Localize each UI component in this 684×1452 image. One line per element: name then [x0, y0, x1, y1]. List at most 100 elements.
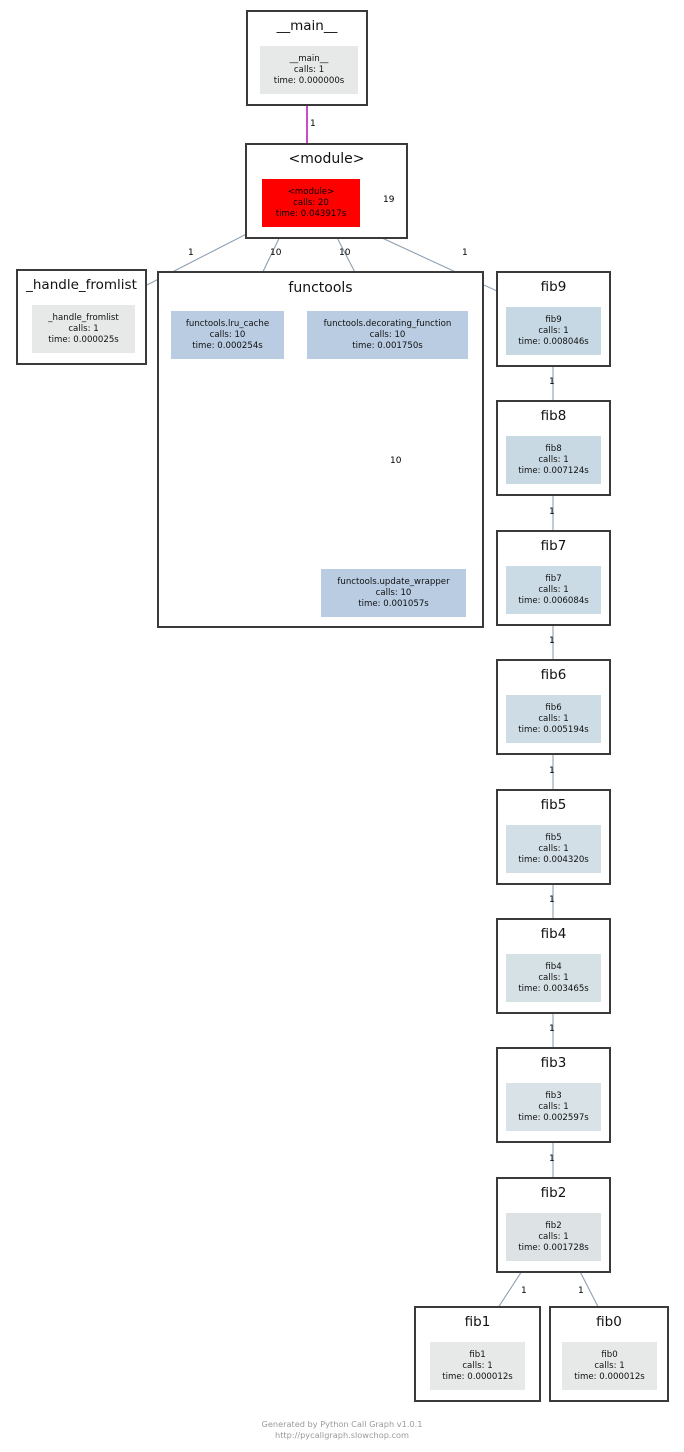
cluster-title-fib7: fib7 — [540, 538, 567, 554]
cluster-title-fib4: fib4 — [540, 926, 567, 942]
node-update-wrapper-time: time: 0.001057s — [358, 598, 429, 609]
node-lru-cache-calls: calls: 10 — [209, 329, 246, 340]
node-fib5-calls: calls: 1 — [538, 843, 569, 854]
edge-label-fib9-to-fib8: 1 — [549, 377, 555, 387]
node-main-time: time: 0.000000s — [273, 75, 345, 86]
edge-label-decorating-to-update-wrapper: 10 — [390, 456, 402, 466]
node-fib6-time: time: 0.005194s — [518, 724, 589, 735]
node-fib7-calls: calls: 1 — [538, 584, 569, 595]
edge-label-fib4-to-fib3: 1 — [549, 1024, 555, 1034]
edge-label-module-self: 19 — [383, 195, 395, 205]
node-functools-update-wrapper[interactable]: functools.update_wrapper calls: 10 time:… — [321, 569, 466, 617]
node-fib7[interactable]: fib7 calls: 1 time: 0.006084s — [506, 566, 601, 614]
node-fib8-calls: calls: 1 — [538, 454, 569, 465]
node-fib8[interactable]: fib8 calls: 1 time: 0.007124s — [506, 436, 601, 484]
node-fib7-name: fib7 — [545, 573, 562, 584]
node-update-wrapper-name: functools.update_wrapper — [337, 576, 450, 587]
node-fib7-time: time: 0.006084s — [518, 595, 589, 606]
node-fib3-name: fib3 — [545, 1090, 562, 1101]
node-handle-fromlist-time: time: 0.000025s — [48, 334, 119, 345]
node-fib1-time: time: 0.000012s — [442, 1371, 513, 1382]
edge-label-fib2-to-fib0: 1 — [578, 1286, 584, 1296]
node-fib8-name: fib8 — [545, 443, 562, 454]
node-fib2[interactable]: fib2 calls: 1 time: 0.001728s — [506, 1213, 601, 1261]
cluster-handle-fromlist[interactable]: _handle_fromlist _handle_fromlist calls:… — [16, 269, 147, 365]
node-main[interactable]: __main__ calls: 1 time: 0.000000s — [260, 46, 358, 94]
edge-label-fib7-to-fib6: 1 — [549, 636, 555, 646]
cluster-title-fib3: fib3 — [540, 1055, 567, 1071]
node-fib5[interactable]: fib5 calls: 1 time: 0.004320s — [506, 825, 601, 873]
node-decorating-function-time: time: 0.001750s — [352, 340, 423, 351]
cluster-title-fib0: fib0 — [596, 1314, 622, 1330]
node-fib6[interactable]: fib6 calls: 1 time: 0.005194s — [506, 695, 601, 743]
edge-label-module-to-lru-cache: 10 — [270, 248, 282, 258]
cluster-fib3[interactable]: fib3 fib3 calls: 1 time: 0.002597s — [496, 1047, 611, 1143]
footer-credit: Generated by Python Call Graph v1.0.1 ht… — [0, 1419, 684, 1441]
node-handle-fromlist[interactable]: _handle_fromlist calls: 1 time: 0.000025… — [32, 305, 135, 353]
cluster-fib6[interactable]: fib6 fib6 calls: 1 time: 0.005194s — [496, 659, 611, 755]
node-update-wrapper-calls: calls: 10 — [375, 587, 412, 598]
cluster-fib5[interactable]: fib5 fib5 calls: 1 time: 0.004320s — [496, 789, 611, 885]
node-decorating-function-calls: calls: 10 — [369, 329, 406, 340]
cluster-module[interactable]: <module> <module> calls: 20 time: 0.0439… — [245, 143, 408, 239]
edge-label-fib2-to-fib1: 1 — [521, 1286, 527, 1296]
node-functools-lru-cache[interactable]: functools.lru_cache calls: 10 time: 0.00… — [171, 311, 284, 359]
cluster-title-fib9: fib9 — [540, 279, 567, 295]
node-fib8-time: time: 0.007124s — [518, 465, 589, 476]
cluster-title-fib5: fib5 — [540, 797, 567, 813]
edge-label-fib6-to-fib5: 1 — [549, 766, 555, 776]
node-fib1-name: fib1 — [469, 1349, 486, 1360]
cluster-fib7[interactable]: fib7 fib7 calls: 1 time: 0.006084s — [496, 530, 611, 626]
cluster-title-handle-fromlist: _handle_fromlist — [26, 277, 137, 293]
cluster-main[interactable]: __main__ __main__ calls: 1 time: 0.00000… — [246, 10, 368, 106]
node-fib9-time: time: 0.008046s — [518, 336, 589, 347]
node-fib2-name: fib2 — [545, 1220, 562, 1231]
node-fib0-calls: calls: 1 — [594, 1360, 625, 1371]
node-fib9[interactable]: fib9 calls: 1 time: 0.008046s — [506, 307, 601, 355]
node-handle-fromlist-calls: calls: 1 — [68, 323, 99, 334]
cluster-title-fib8: fib8 — [540, 408, 567, 424]
node-fib4-name: fib4 — [545, 961, 562, 972]
cluster-fib2[interactable]: fib2 fib2 calls: 1 time: 0.001728s — [496, 1177, 611, 1273]
cluster-fib0[interactable]: fib0 fib0 calls: 1 time: 0.000012s — [549, 1306, 669, 1402]
cluster-title-fib1: fib1 — [464, 1314, 491, 1330]
node-module-time: time: 0.043917s — [275, 208, 347, 219]
node-fib9-name: fib9 — [545, 314, 562, 325]
node-fib0-time: time: 0.000012s — [574, 1371, 645, 1382]
node-fib5-time: time: 0.004320s — [518, 854, 589, 865]
edge-label-fib3-to-fib2: 1 — [549, 1154, 555, 1164]
node-lru-cache-name: functools.lru_cache — [185, 318, 270, 329]
cluster-title-module: <module> — [288, 151, 365, 167]
node-fib2-calls: calls: 1 — [538, 1231, 569, 1242]
cluster-fib4[interactable]: fib4 fib4 calls: 1 time: 0.003465s — [496, 918, 611, 1014]
node-fib5-name: fib5 — [545, 832, 562, 843]
node-main-calls: calls: 1 — [293, 64, 325, 75]
node-functools-decorating-function[interactable]: functools.decorating_function calls: 10 … — [307, 311, 468, 359]
node-module-name: <module> — [287, 186, 335, 197]
node-fib3[interactable]: fib3 calls: 1 time: 0.002597s — [506, 1083, 601, 1131]
node-fib6-calls: calls: 1 — [538, 713, 569, 724]
cluster-title-fib2: fib2 — [540, 1185, 567, 1201]
node-fib9-calls: calls: 1 — [538, 325, 569, 336]
cluster-fib8[interactable]: fib8 fib8 calls: 1 time: 0.007124s — [496, 400, 611, 496]
node-fib1-calls: calls: 1 — [462, 1360, 493, 1371]
node-module-calls: calls: 20 — [293, 197, 329, 208]
node-fib4[interactable]: fib4 calls: 1 time: 0.003465s — [506, 954, 601, 1002]
node-fib3-calls: calls: 1 — [538, 1101, 569, 1112]
node-fib4-time: time: 0.003465s — [518, 983, 589, 994]
cluster-functools[interactable]: functools functools.lru_cache calls: 10 … — [157, 271, 484, 628]
edge-label-fib8-to-fib7: 1 — [549, 507, 555, 517]
node-fib0[interactable]: fib0 calls: 1 time: 0.000012s — [562, 1342, 657, 1390]
node-module[interactable]: <module> calls: 20 time: 0.043917s — [262, 179, 360, 227]
node-handle-fromlist-name: _handle_fromlist — [48, 312, 119, 323]
edge-label-module-to-handle-fromlist: 1 — [188, 248, 194, 258]
footer-line-2: http://pycallgraph.slowchop.com — [275, 1430, 409, 1441]
edge-label-fib5-to-fib4: 1 — [549, 895, 555, 905]
node-fib1[interactable]: fib1 calls: 1 time: 0.000012s — [430, 1342, 525, 1390]
cluster-fib1[interactable]: fib1 fib1 calls: 1 time: 0.000012s — [414, 1306, 541, 1402]
edge-label-main-to-module: 1 — [310, 119, 316, 129]
cluster-fib9[interactable]: fib9 fib9 calls: 1 time: 0.008046s — [496, 271, 611, 367]
node-lru-cache-time: time: 0.000254s — [192, 340, 263, 351]
cluster-title-functools: functools — [288, 280, 353, 296]
